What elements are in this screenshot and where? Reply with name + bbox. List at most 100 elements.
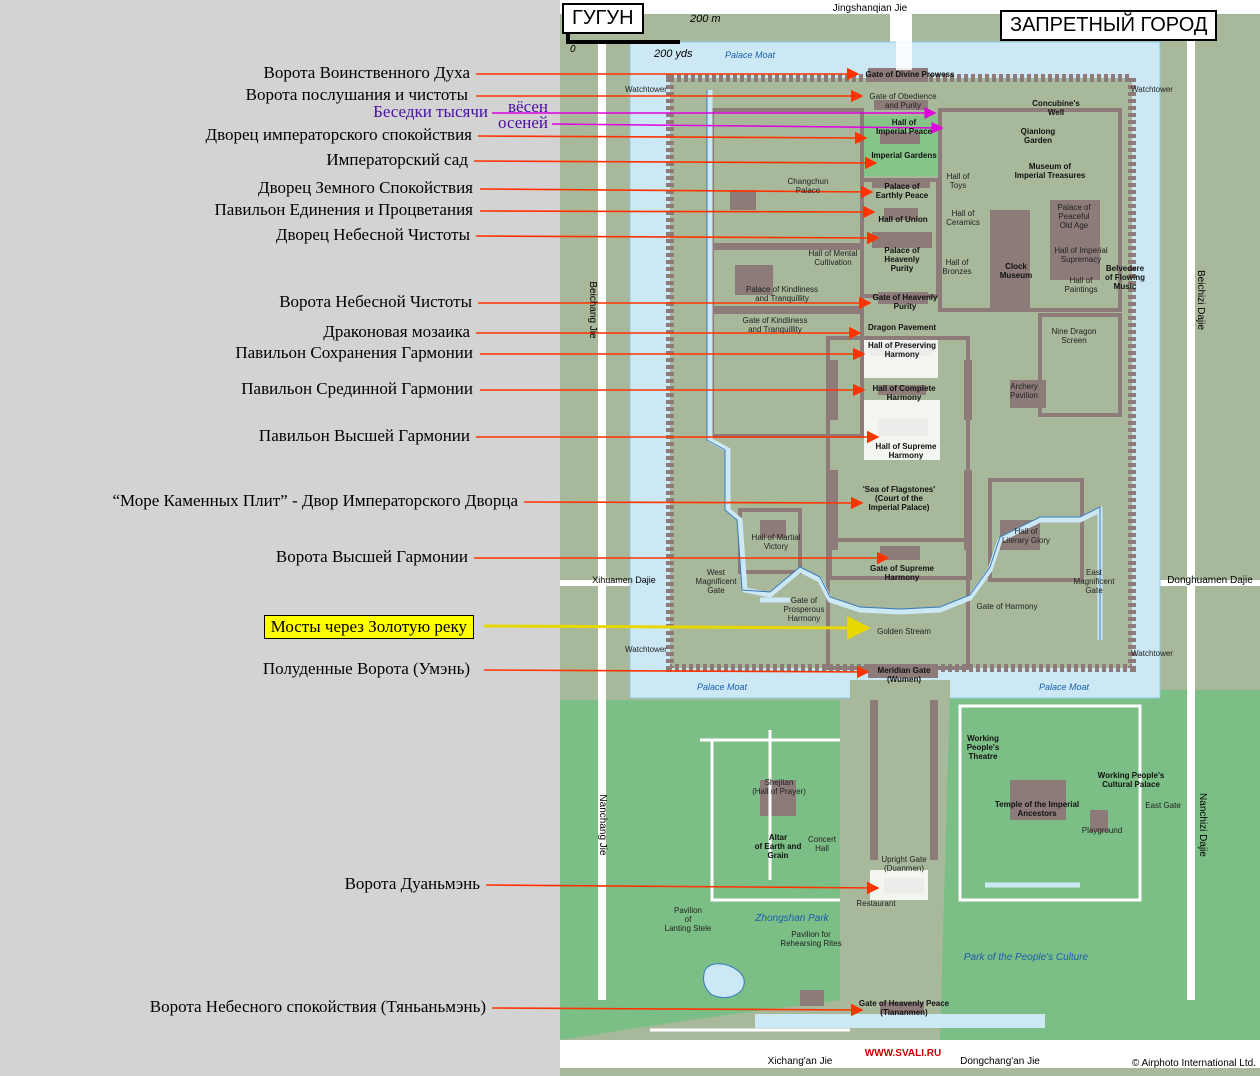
place-label: Restaurant — [856, 899, 896, 908]
annotation-arrow — [475, 231, 880, 245]
place-label-line: Zhongshan Park — [754, 913, 829, 924]
place-label-line: Hall of Mental — [809, 249, 858, 258]
place-label-line: Well — [1048, 108, 1064, 117]
annotation-label: Дворец императорского спокойствия — [205, 125, 472, 144]
place-label-repeat: Watchtower — [625, 645, 667, 654]
place-label: East Gate — [1145, 801, 1181, 810]
place-label-line: East — [1086, 568, 1103, 577]
street-west-mid: Xihuamen Dajie — [592, 575, 656, 585]
east-road — [1187, 40, 1195, 1000]
annotation-arrow — [473, 156, 878, 170]
annotation-arrow — [477, 131, 868, 145]
park-paths — [650, 704, 1142, 1032]
place-label-line: Supremacy — [1061, 255, 1101, 264]
place-label-line: Old Age — [1060, 221, 1089, 230]
place-label-line: (Court of the — [875, 494, 924, 503]
place-label-line: Rehearsing Rites — [780, 939, 841, 948]
place-label-line: Magnificent — [1074, 577, 1116, 586]
place-label: Park of the People's Culture — [964, 952, 1089, 963]
place-label-line: Purity — [891, 264, 914, 273]
place-label-line: Imperial Treasures — [1015, 171, 1086, 180]
annotation-label: Мосты через Золотую реку — [263, 615, 474, 639]
place-label-line: Literary Glory — [1002, 536, 1050, 545]
place-label-line: Lanting Stele — [665, 924, 712, 933]
place-label-line: Gate — [707, 586, 725, 595]
place-label-line: of — [685, 915, 692, 924]
place-label-line: Ancestors — [1017, 809, 1057, 818]
annotation-label: Полуденные Ворота (Умэнь) — [262, 659, 470, 678]
annotation-label: Дворец Небесной Чистоты — [275, 225, 470, 244]
scale-bar — [566, 30, 680, 44]
place-label-line: and Tranquillity — [755, 294, 809, 303]
place-label-line: Hall of — [1070, 276, 1093, 285]
place-label: Gate of Harmony — [977, 602, 1038, 611]
north-gate-road — [890, 14, 912, 44]
annotation-label: Павильон Единения и Процветания — [214, 200, 473, 219]
place-label-line: Victory — [764, 542, 788, 551]
place-label-line: Paintings — [1065, 285, 1098, 294]
place-label-line: East Gate — [1145, 801, 1181, 810]
place-label-line: of Earth and — [755, 842, 802, 851]
place-label-line: Clock — [1005, 262, 1027, 271]
place-label-repeat: Watchtower — [1131, 649, 1173, 658]
place-label-line: Museum — [1000, 271, 1032, 280]
place-label-line: Watchtower — [625, 85, 667, 94]
place-label-line: Imperial Peace — [876, 127, 933, 136]
place-label-line: Qianlong — [1021, 127, 1056, 136]
place-label-line: Music — [1114, 282, 1137, 291]
place-label-line: Palace Moat — [725, 50, 776, 60]
place-label: Shejitan(Hall of Prayer) — [752, 778, 806, 796]
place-label-line: Pavilion for — [791, 930, 831, 939]
place-label-line: Hall of — [892, 118, 917, 127]
place-label-line: Hall of Preserving — [868, 341, 936, 350]
donghuamen-road — [1158, 580, 1260, 586]
place-label-line: Pavilion — [1010, 391, 1038, 400]
place-label: Golden Stream — [877, 627, 931, 636]
place-label-line: Screen — [1061, 336, 1086, 345]
place-label-line: Palace — [796, 186, 821, 195]
place-label-line: Playground — [1082, 826, 1122, 835]
place-label-line: Purity — [894, 302, 917, 311]
place-label-line: Concubine's — [1032, 99, 1080, 108]
place-label-line: Hall of Imperial — [1054, 246, 1108, 255]
place-label-line: Gate — [1085, 586, 1103, 595]
place-label-line: Harmony — [889, 451, 924, 460]
place-label: Upright Gate(Duanmen) — [881, 855, 927, 873]
place-label-line: Hall of — [947, 172, 970, 181]
place-label-line: Upright Gate — [881, 855, 927, 864]
pond — [703, 963, 745, 999]
place-label-line: Altar — [769, 833, 787, 842]
street-south-left: Xichang'an Jie — [768, 1056, 833, 1067]
place-label-repeat: Watchtower — [1131, 85, 1173, 94]
place-label-line: Meridian Gate — [878, 666, 931, 675]
golden-stream-edge — [706, 90, 1101, 640]
south-canal — [755, 1014, 1045, 1028]
place-label-line: Hall of Supreme — [876, 442, 937, 451]
annotation-arrow — [523, 496, 864, 510]
copyright: © Airphoto International Ltd. — [1132, 1058, 1256, 1069]
place-label-line: Grain — [768, 851, 789, 860]
place-label-line: Nine Dragon — [1052, 327, 1097, 336]
place-label-line: Harmony — [885, 573, 920, 582]
place-label-line: and Tranquillity — [748, 325, 802, 334]
place-label-line: Belvedere — [1106, 264, 1145, 273]
